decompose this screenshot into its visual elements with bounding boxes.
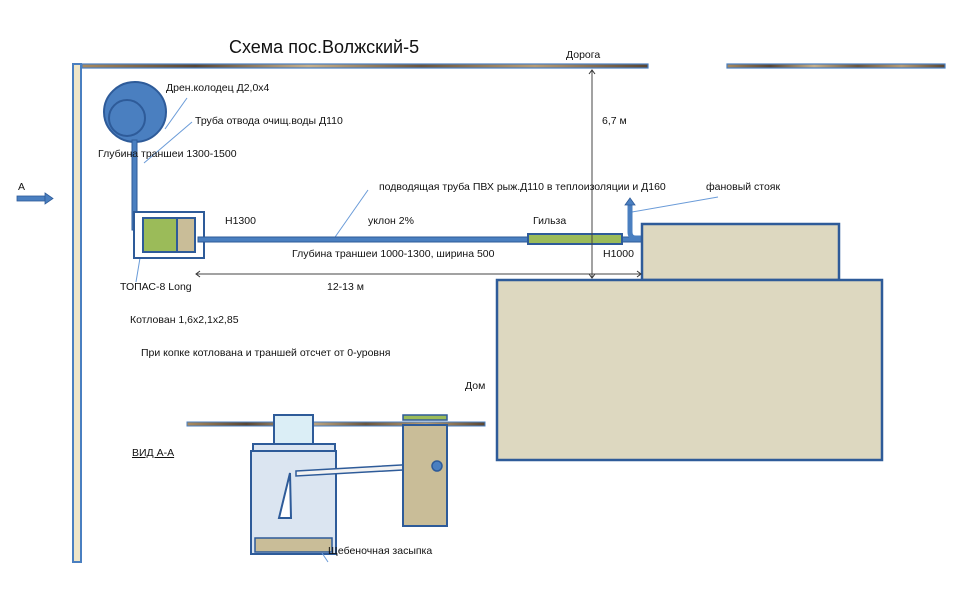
section-gravel <box>254 537 333 553</box>
section-internal-wedge <box>277 472 293 519</box>
label-depth-topas: Н1300 <box>225 215 256 227</box>
section-pipe-end <box>431 460 443 472</box>
page-title: Схема пос.Волжский-5 <box>229 37 420 57</box>
topas-station-green <box>142 217 178 253</box>
label-road: Дорога <box>566 49 601 61</box>
label-drain-well: Дрен.колодец Д2,0х4 <box>166 82 270 94</box>
label-supply-pipe: подводящая труба ПВХ рыж.Д110 в теплоизо… <box>379 181 666 193</box>
vent-stack-arrowhead <box>624 197 636 206</box>
vent-stack <box>627 204 642 241</box>
section-ground-line <box>186 421 486 427</box>
label-distance-road: 6,7 м <box>602 115 627 127</box>
drain-well-inner <box>108 99 146 137</box>
label-gravel: Щебеночная засыпка <box>328 545 433 557</box>
leader-drain-well <box>164 97 188 130</box>
label-section-view: ВИД А-А <box>132 447 175 459</box>
label-vent-stack: фановый стояк <box>706 181 781 193</box>
road-segment-left <box>81 63 649 69</box>
label-outlet-pipe: Труба отвода очищ.воды Д110 <box>195 115 343 127</box>
leader-vent-stack <box>631 196 719 213</box>
supply-pipe <box>197 236 529 243</box>
label-slope: уклон 2% <box>368 215 414 227</box>
section-topas-neck <box>273 414 314 445</box>
label-trench-depth-supply: Глубина траншеи 1000-1300, ширина 500 <box>292 248 495 260</box>
leader-outlet-pipe <box>143 121 193 164</box>
leader-supply-pipe <box>332 189 369 241</box>
label-distance-house: 12-13 м <box>327 281 364 293</box>
pipe-sleeve <box>527 233 623 245</box>
label-topas: ТОПАС-8 Long <box>120 281 192 293</box>
house-annex <box>640 222 841 282</box>
section-drain-well <box>402 424 448 527</box>
section-topas-lid <box>252 443 336 452</box>
section-drain-well-cap <box>402 414 448 421</box>
label-note: При копке котлована и траншей отсчет от … <box>141 347 391 359</box>
road-segment-right <box>726 63 946 69</box>
label-house: Дом <box>465 380 486 392</box>
label-pit: Котлован 1,6х2,1х2,85 <box>130 314 239 326</box>
label-depth-house: Н1000 <box>603 248 634 260</box>
section-a-arrow <box>16 192 54 205</box>
label-section-marker: А <box>18 181 26 193</box>
section-topas-body <box>250 450 337 555</box>
label-trench-depth-outlet: Глубина траншеи 1300-1500 <box>98 148 237 160</box>
leader-gravel <box>321 552 329 563</box>
left-boundary-wall <box>72 63 82 563</box>
topas-station-tan <box>176 217 196 253</box>
label-sleeve: Гильза <box>533 215 567 227</box>
house-main <box>495 278 884 462</box>
